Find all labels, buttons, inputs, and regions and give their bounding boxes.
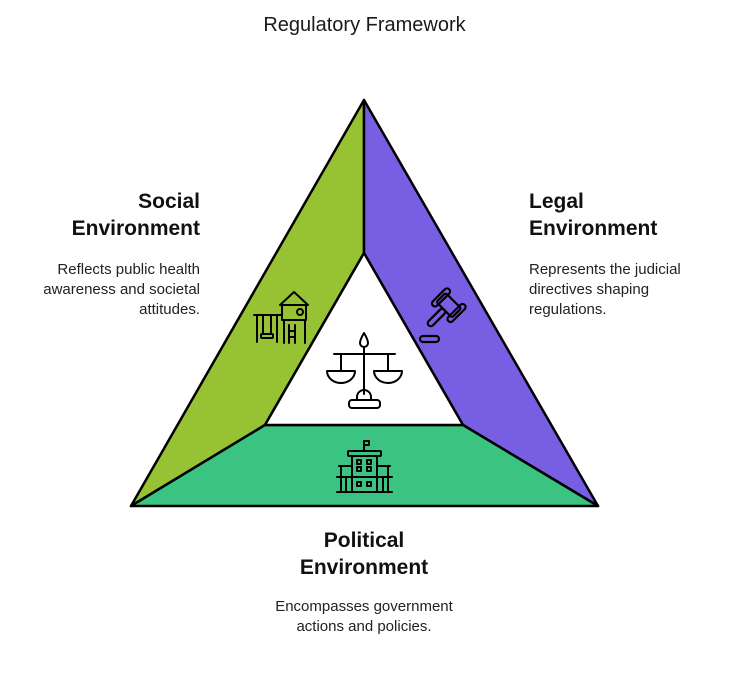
- diagram-title: Regulatory Framework: [263, 14, 466, 36]
- gavel-icon: [418, 287, 467, 344]
- legal-heading: Legal Environment: [529, 188, 729, 242]
- political-heading-line1: Political: [323, 529, 405, 552]
- political-heading-line2: Environment: [299, 556, 429, 579]
- social-heading-line1: Social: [138, 190, 200, 213]
- social-heading: Social Environment: [0, 188, 200, 242]
- social-description: Reflects public health awareness and soc…: [43, 261, 200, 318]
- political-description: Encompasses government actions and polic…: [275, 598, 453, 635]
- center-triangle: [263, 251, 465, 427]
- legal-heading-line1: Legal: [529, 190, 584, 213]
- legal-heading-line2: Environment: [529, 217, 658, 240]
- government-building-icon: [336, 440, 393, 493]
- social-heading-line2: Environment: [71, 217, 200, 240]
- scales-of-justice-icon: [326, 332, 403, 409]
- legal-description: Represents the judicial directives shapi…: [529, 261, 681, 318]
- political-heading: Political Environment: [264, 527, 464, 581]
- playground-icon: [253, 291, 309, 344]
